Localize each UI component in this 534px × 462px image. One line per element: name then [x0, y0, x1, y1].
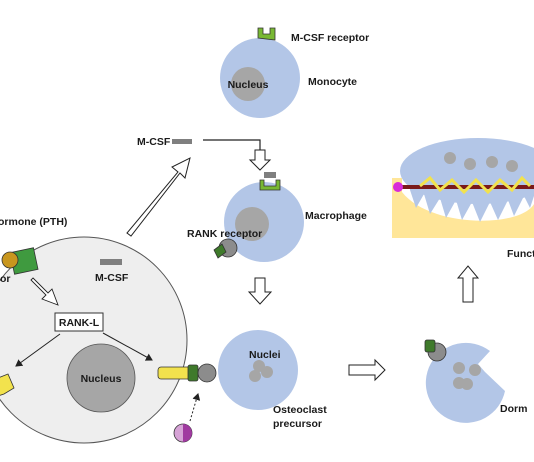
monocyte-nucleus-label: Nucleus [228, 79, 269, 91]
mcsf-molecule-cell [100, 259, 122, 265]
dormant-label: Dorm [500, 403, 527, 415]
arrow-osteoblast-to-mcsf [126, 157, 191, 237]
mcsf-connector-line [203, 139, 261, 150]
opg-dotted-arrow [189, 393, 201, 422]
nuclei-label: Nuclei [249, 349, 281, 361]
osteoclast-precursor-label-1: Osteoclast [273, 404, 327, 416]
arrow-rankl-left [15, 333, 61, 367]
mcsf-top-label: M-CSF [137, 136, 171, 148]
mcsf-cell-label: M-CSF [95, 272, 129, 284]
pth-label: ormone (PTH) [0, 216, 67, 228]
osteoclast-precursor-label-2: precursor [273, 418, 322, 430]
monocyte-cell: Nucleus [220, 38, 300, 118]
rankl-molecule-left [0, 373, 15, 396]
macrophage-cell [224, 182, 304, 262]
rankl-box: RANK-L [54, 312, 104, 332]
dormant-osteoclast-cell [425, 342, 505, 423]
functional-label: Funct [507, 248, 534, 260]
arrow-rankl-right [102, 332, 153, 361]
osteoblast-nucleus-label: Nucleus [81, 373, 122, 385]
receptor-fragment-label: or [0, 273, 11, 285]
pth-receptor [1, 247, 39, 275]
rank-receptor-macrophage [213, 238, 238, 259]
arrow-dormant-to-functional [456, 265, 480, 303]
rankl-label: RANK-L [59, 317, 100, 329]
mcsf-molecule-top [172, 139, 192, 144]
arrow-monocyte-to-macrophage [248, 149, 272, 171]
opg-molecule [173, 423, 193, 443]
mcsf-receptor-label: M-CSF receptor [291, 32, 369, 44]
arrow-receptor-to-rankl [30, 277, 59, 306]
functional-osteoclast [392, 138, 534, 238]
osteoclast-precursor-cell [218, 330, 298, 410]
rankl-rank-binding [157, 363, 217, 383]
osteoblast-cell: Nucleus [0, 236, 188, 444]
dormant-rank-receptor [424, 339, 447, 362]
mcsf-receptor-monocyte [257, 27, 276, 41]
rank-receptor-label: RANK receptor [187, 228, 262, 240]
monocyte-label: Monocyte [308, 76, 357, 88]
arrow-macrophage-to-precursor [247, 277, 273, 305]
macrophage-label: Macrophage [305, 210, 367, 222]
mcsf-receptor-macrophage [259, 172, 281, 191]
arrow-precursor-to-dormant [348, 358, 386, 382]
